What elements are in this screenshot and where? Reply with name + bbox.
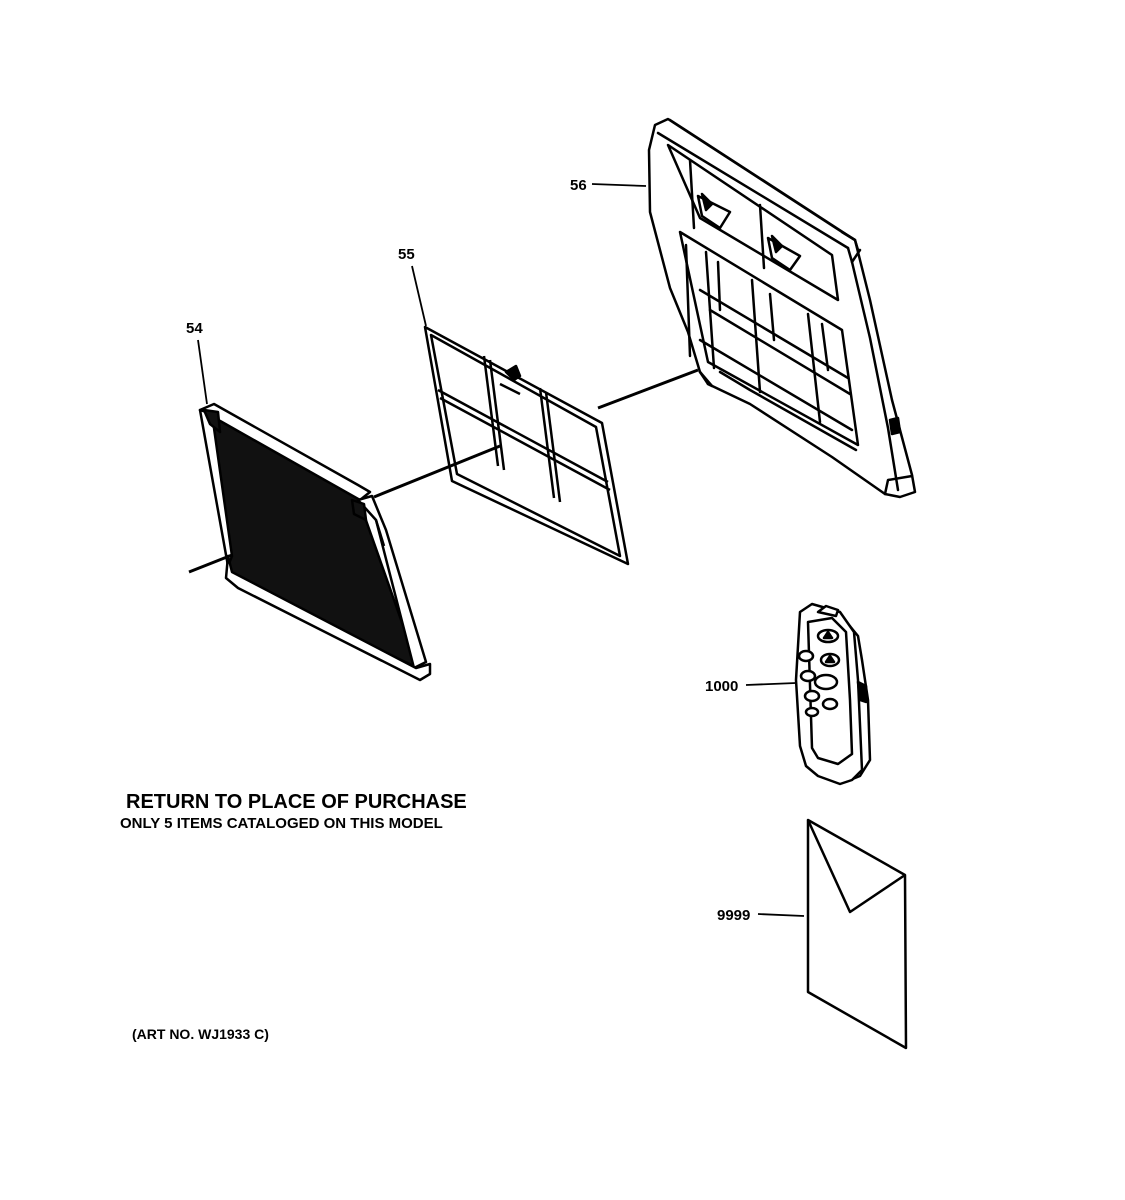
- leader-line-55: [411, 265, 427, 327]
- leader-lines: [197, 183, 805, 917]
- remote-control-part-1000: [794, 602, 872, 786]
- callout-9999: 9999: [717, 907, 750, 924]
- explode-line-54-left: [188, 553, 233, 574]
- callout-1000: 1000: [705, 678, 738, 695]
- front-panel-part-54: [198, 402, 432, 682]
- return-notice-heading: RETURN TO PLACE OF PURCHASE: [126, 791, 467, 813]
- leader-line-9999: [757, 913, 805, 917]
- manual-envelope-part-9999: [806, 818, 908, 1050]
- leader-line-54: [197, 339, 208, 405]
- leader-line-1000: [745, 682, 797, 686]
- callout-55: 55: [398, 246, 415, 263]
- explode-line-55-56: [597, 368, 699, 410]
- air-filter-part-55: [423, 325, 630, 566]
- leader-line-56: [591, 183, 647, 187]
- explode-line-54-55: [373, 444, 501, 499]
- callout-54: 54: [186, 320, 203, 337]
- catalog-notice-subheading: ONLY 5 ITEMS CATALOGED ON THIS MODEL: [120, 815, 443, 832]
- callout-56: 56: [570, 177, 587, 194]
- front-grille-frame-part-56: [647, 117, 917, 499]
- art-number: (ART NO. WJ1933 C): [132, 1026, 269, 1042]
